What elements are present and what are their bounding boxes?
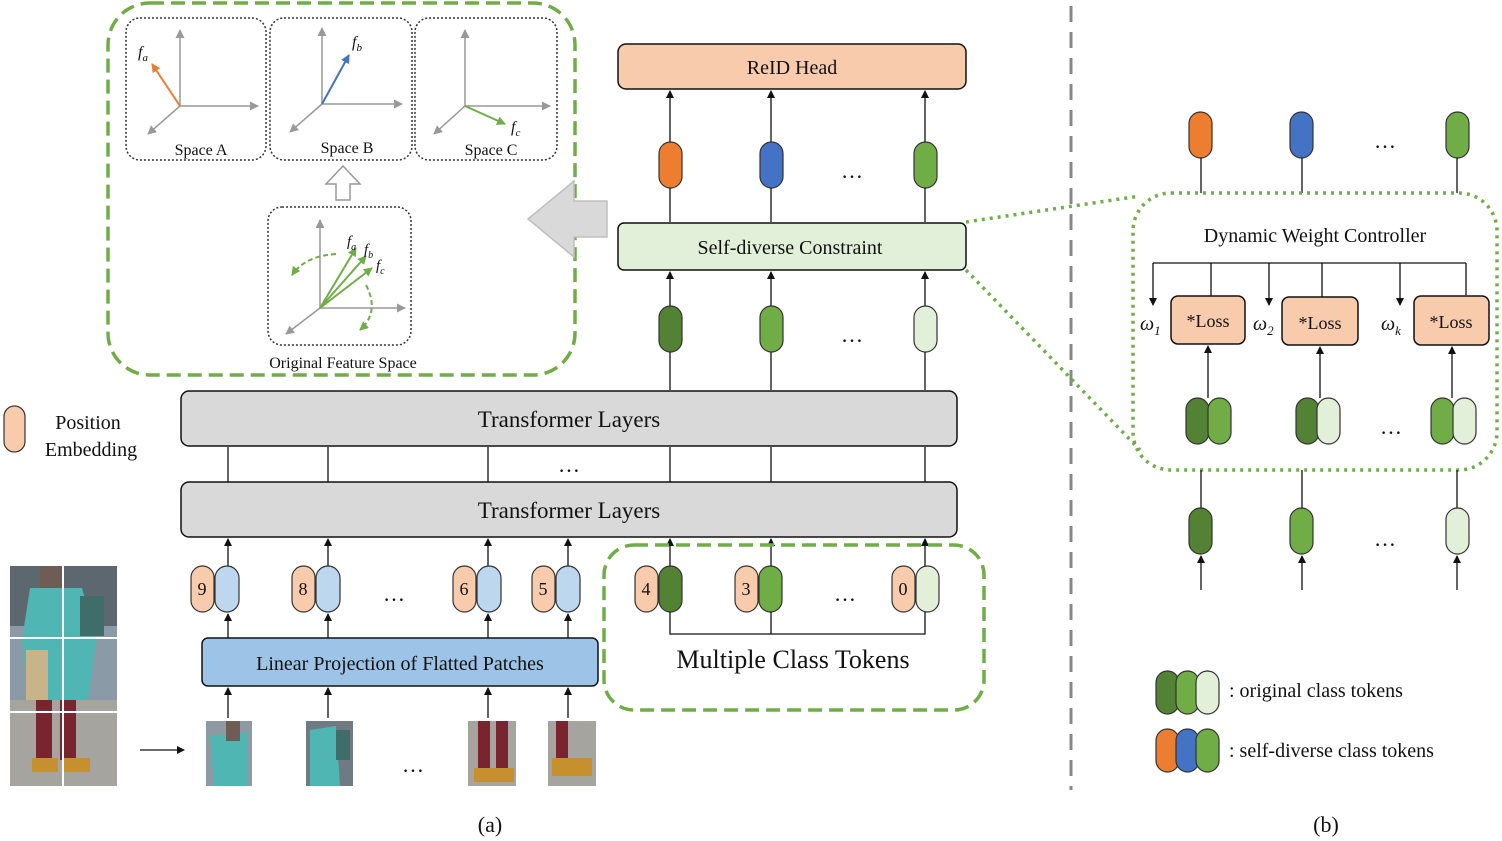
loss-box-1: *Loss [1170, 295, 1246, 345]
caption-b: (b) [1313, 812, 1339, 837]
self-diverse-constraint-box [617, 222, 967, 271]
svg-text:fa: fa [347, 234, 356, 253]
svg-text:fc: fc [376, 258, 385, 277]
class-token-0: 0 [891, 565, 940, 613]
token-pair-2 [1295, 397, 1341, 445]
hollow-up-arrow-icon [324, 164, 362, 201]
ellipsis: … [834, 581, 856, 606]
dynamic-weight-controller-region [1131, 191, 1499, 472]
space-b-panel: fb Space B [269, 17, 413, 161]
transformer-top-label: Transformer Layers [478, 407, 661, 432]
token-light-green-b [1445, 507, 1470, 555]
svg-text:fc: fc [511, 119, 520, 139]
legend-self-diverse-icon [1155, 728, 1220, 773]
svg-text:0: 0 [899, 579, 908, 599]
ellipsis: … [1374, 526, 1396, 551]
transformer-layers-bottom [180, 481, 958, 538]
token-green [913, 141, 938, 189]
svg-text:3: 3 [742, 579, 751, 599]
svg-text:fb: fb [364, 242, 373, 261]
position-embedding-icon [3, 405, 26, 453]
token-mid-green-b [1289, 507, 1314, 555]
patch-token-9: 9 [190, 565, 240, 613]
inter-layer-connections [227, 447, 926, 482]
patch-thumbnail-2 [306, 721, 353, 786]
svg-text:*Loss: *Loss [1186, 311, 1229, 331]
legend-self-diverse-label: : self-diverse class tokens [1229, 740, 1434, 762]
token-dark-green-b [1188, 507, 1213, 555]
big-left-arrow-icon [526, 179, 608, 259]
ellipsis: … [841, 158, 863, 183]
ellipsis: … [841, 322, 863, 347]
ellipsis: … [383, 581, 405, 606]
token-orange-b [1188, 111, 1213, 159]
patch-thumbnail-1 [206, 721, 252, 786]
legend-original-label: : original class tokens [1229, 680, 1403, 702]
ellipsis: … [1374, 128, 1396, 153]
space-c-label: Space C [465, 142, 518, 159]
feature-space-region [106, 1, 577, 377]
token-dark-green [658, 305, 683, 353]
dynamic-weight-controller-label: Dynamic Weight Controller [1204, 225, 1427, 247]
transformer-layers-top [180, 390, 958, 447]
person-image [10, 566, 117, 786]
loss-box-k: *Loss [1413, 295, 1490, 346]
svg-text:8: 8 [299, 579, 308, 599]
token-green-b [1445, 111, 1470, 159]
loss-box-2: *Loss [1281, 296, 1359, 346]
caption-a: (a) [478, 812, 502, 837]
svg-text:4: 4 [642, 579, 651, 599]
token-mid-green [759, 305, 784, 353]
space-c-panel: fc Space C [414, 17, 558, 161]
patch-thumbnail-4 [548, 721, 596, 786]
linear-projection-label: Linear Projection of Flatted Patches [256, 653, 544, 675]
patch-token-8: 8 [291, 565, 341, 613]
token-blue-b [1289, 111, 1314, 159]
class-token-4: 4 [634, 565, 683, 613]
reid-head-label: ReID Head [747, 57, 838, 79]
omega-2: ω2 [1253, 313, 1274, 338]
transformer-bottom-label: Transformer Layers [478, 498, 661, 523]
original-feature-space-panel: fa fb fc Original Feature Space [267, 206, 417, 372]
self-diverse-constraint-label: Self-diverse Constraint [698, 237, 883, 259]
ellipsis: … [402, 752, 424, 777]
svg-text:9: 9 [198, 579, 207, 599]
original-space-label: Original Feature Space [269, 355, 417, 372]
svg-text:5: 5 [539, 579, 548, 599]
space-a-panel: fa Space A [125, 17, 267, 161]
token-pair-1 [1185, 397, 1232, 445]
patch-token-6: 6 [452, 565, 502, 613]
token-orange [658, 141, 683, 189]
token-pair-k [1430, 397, 1477, 445]
position-embedding-label-2: Embedding [45, 439, 137, 461]
position-embedding-label-1: Position [55, 412, 121, 434]
svg-text:6: 6 [460, 579, 469, 599]
omega-1: ω1 [1140, 313, 1161, 338]
svg-text:*Loss: *Loss [1429, 312, 1472, 332]
omega-k: ωk [1381, 313, 1401, 338]
patch-token-5: 5 [531, 565, 581, 613]
class-tokens-region [602, 543, 986, 712]
class-token-3: 3 [734, 565, 783, 613]
token-light-green [913, 305, 938, 353]
token-blue [759, 141, 784, 189]
space-a-label: Space A [175, 142, 228, 159]
patch-thumbnail-3 [468, 721, 516, 786]
reid-head-box [617, 43, 967, 90]
ellipsis: … [1380, 414, 1402, 439]
legend-original-icon [1155, 670, 1220, 715]
space-b-label: Space B [321, 140, 374, 157]
svg-text:fa: fa [138, 44, 148, 64]
svg-text:fb: fb [352, 34, 362, 54]
linear-projection-box [201, 637, 599, 687]
ellipsis: … [558, 452, 580, 477]
multiple-class-tokens-label: Multiple Class Tokens [676, 645, 909, 674]
svg-text:*Loss: *Loss [1298, 313, 1341, 333]
